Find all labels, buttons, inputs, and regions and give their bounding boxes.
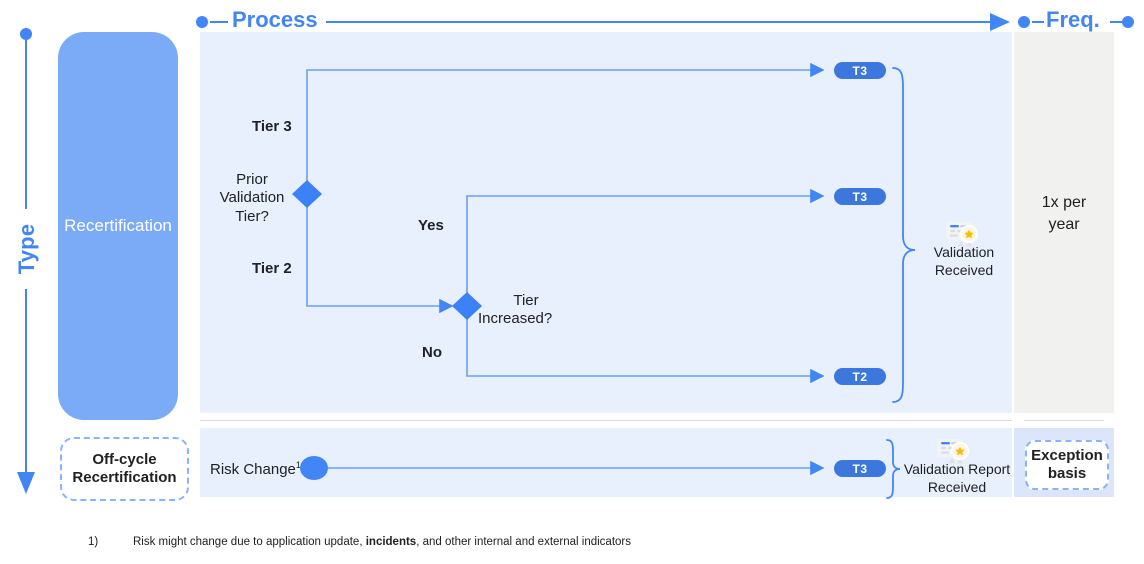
lane-off-cycle-label-line2: Recertification bbox=[72, 469, 177, 486]
type-axis-arrow-icon bbox=[17, 472, 35, 494]
risk-change-label: Risk Change1 bbox=[210, 460, 301, 478]
process-axis: Process bbox=[196, 7, 1014, 34]
certificate-award-icon-offcycle bbox=[937, 439, 969, 464]
process-axis-line-left bbox=[210, 21, 228, 23]
badge-t2-bottom[interactable]: T2 bbox=[834, 368, 886, 385]
frequency-recertification-value: 1x per year bbox=[1041, 194, 1087, 233]
exception-basis-line2: basis bbox=[1047, 465, 1087, 482]
footnote-text-before: Risk might change due to application upd… bbox=[133, 536, 366, 548]
process-panel-recertification bbox=[200, 32, 1012, 413]
footnote-marker: 1) bbox=[88, 536, 99, 548]
lane-off-cycle[interactable]: Off-cycle Recertification bbox=[60, 437, 189, 501]
frequency-off-cycle-value[interactable]: Exception basis bbox=[1025, 440, 1109, 490]
frequency-panel-recertification: 1x per year bbox=[1014, 32, 1114, 413]
certificate-award-icon bbox=[946, 222, 978, 247]
frequency-panel-separator bbox=[1024, 420, 1104, 421]
branch-label-no: No bbox=[422, 344, 442, 361]
decision-tier-increased: Tier Increased? bbox=[478, 292, 553, 328]
freq-axis-left-dot bbox=[1018, 16, 1030, 28]
process-axis-label: Process bbox=[232, 7, 318, 32]
process-axis-start-dot bbox=[196, 16, 208, 28]
decision-prior-validation-tier: Prior Validation Tier? bbox=[219, 171, 285, 225]
badge-t3-offcycle[interactable]: T3 bbox=[834, 460, 886, 477]
freq-axis-line-left bbox=[1032, 21, 1044, 23]
process-axis-arrow-icon bbox=[990, 13, 1010, 31]
lane-recertification-label: Recertification bbox=[64, 216, 172, 235]
lane-off-cycle-label-line1: Off-cycle bbox=[92, 450, 157, 468]
freq-axis: Freq. bbox=[1018, 7, 1138, 34]
lane-recertification[interactable]: Recertification bbox=[58, 32, 178, 420]
freq-axis-label: Freq. bbox=[1046, 7, 1100, 32]
outcome-validation-received: Validation Received bbox=[933, 244, 995, 278]
panel-separator bbox=[200, 420, 1012, 421]
badge-t3-top[interactable]: T3 bbox=[834, 62, 886, 79]
exception-basis-line1: Exception bbox=[1031, 447, 1103, 464]
branch-label-yes: Yes bbox=[418, 217, 444, 234]
footnote-text-bold: incidents bbox=[365, 536, 417, 548]
branch-label-tier2: Tier 2 bbox=[252, 260, 292, 277]
type-axis-label: Type bbox=[11, 209, 43, 289]
freq-axis-line-right bbox=[1110, 21, 1122, 23]
outcome-validation-report-received: Validation Report Received bbox=[903, 461, 1011, 495]
type-axis: Type bbox=[11, 28, 44, 498]
badge-t3-mid[interactable]: T3 bbox=[834, 188, 886, 205]
type-axis-start-dot bbox=[20, 28, 32, 40]
footnote: 1) Risk might change due to application u… bbox=[88, 536, 988, 548]
freq-axis-right-dot bbox=[1122, 16, 1134, 28]
footnote-text-after: , and other internal and external indica… bbox=[416, 536, 632, 548]
branch-label-tier3: Tier 3 bbox=[252, 118, 292, 135]
risk-change-node[interactable] bbox=[300, 456, 328, 480]
process-axis-line-right bbox=[326, 21, 990, 23]
